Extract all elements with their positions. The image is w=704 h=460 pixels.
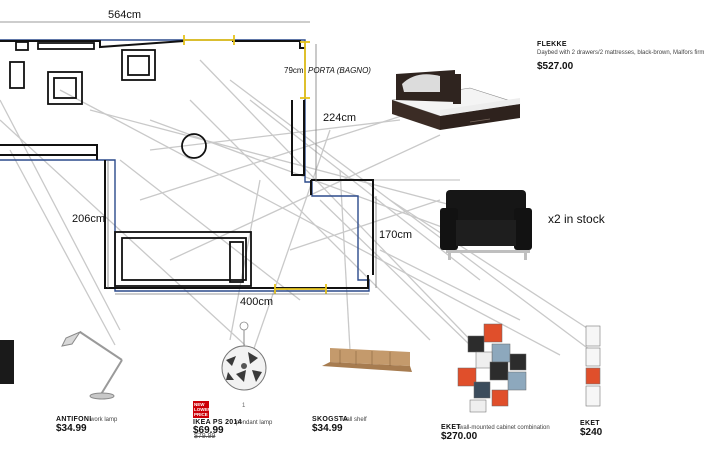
plan-armchair-right — [121, 49, 156, 81]
ikea-ps-desc: pendant lamp — [236, 420, 273, 426]
dimension-guides — [0, 21, 377, 295]
plan-daybed-inner — [121, 237, 247, 281]
eket-combo-name: EKET — [441, 424, 461, 431]
antifoni-price: $34.99 — [56, 423, 87, 434]
skogsta-name: SKOGSTA — [312, 416, 349, 423]
plan-daybed-pillow — [229, 241, 244, 283]
plan-wall-unit-small — [15, 41, 29, 51]
flekke-desc: Daybed with 2 drawers/2 mattresses, blac… — [537, 50, 704, 56]
eket-combo-desc: wall-mounted cabinet combination — [459, 425, 550, 431]
flekke-price: $527.00 — [537, 61, 574, 72]
eket-single-image — [585, 325, 601, 407]
ikea-ps-old-price: $79.99 — [194, 433, 216, 440]
ikea-ps-price: $69.99 — [193, 425, 224, 436]
plan-armchair-left — [47, 71, 83, 105]
eket-cabinets-image — [457, 323, 527, 413]
eket-combo-price: $270.00 — [441, 431, 478, 442]
ikea-ps-lamp-image — [221, 321, 267, 391]
dim-bottom-400: 400cm — [240, 296, 274, 308]
plan-round-table — [181, 133, 207, 159]
plan-armchair-left-seat — [53, 77, 77, 99]
stock-note: x2 in stock — [548, 212, 605, 226]
dim-door-79: 79cm — [284, 66, 304, 75]
walls — [0, 40, 374, 289]
floor-plan-canvas — [0, 21, 601, 413]
flekke-daybed-image — [391, 70, 521, 130]
plan-desk-strip — [37, 42, 95, 50]
dim-left-206: 206cm — [72, 213, 106, 225]
flekke-name: FLEKKE — [537, 41, 567, 48]
skogsta-shelf-image — [322, 348, 412, 372]
antifoni-lamp-image — [61, 330, 123, 400]
ikea-ps-count: 1 — [242, 403, 246, 409]
connector-lines — [0, 59, 591, 361]
door-markers — [183, 35, 327, 294]
dim-top-564: 564cm — [108, 9, 142, 21]
black-cabinet-image — [0, 340, 14, 384]
plan-furniture — [9, 41, 252, 287]
eket-single-price: $240 — [580, 427, 603, 438]
dim-right-224: 224cm — [323, 112, 357, 124]
armchair-image — [440, 190, 532, 260]
plan-daybed — [114, 231, 252, 287]
antifoni-name: ANTIFONI — [56, 416, 92, 423]
plan-armchair-right-seat — [127, 55, 150, 76]
skogsta-desc: wall shelf — [342, 417, 367, 423]
plan-side-piece — [9, 61, 25, 89]
new-lower-price-badge: NEW LOWER PRICE — [193, 401, 211, 418]
antifoni-desc: work lamp — [90, 417, 118, 423]
skogsta-price: $34.99 — [312, 423, 343, 434]
eket-single-name: EKET — [580, 420, 600, 427]
ikea-ps-name: IKEA PS 2014 — [193, 419, 242, 426]
door-label: PORTA (BAGNO) — [308, 66, 371, 75]
dim-right-170: 170cm — [379, 229, 413, 241]
